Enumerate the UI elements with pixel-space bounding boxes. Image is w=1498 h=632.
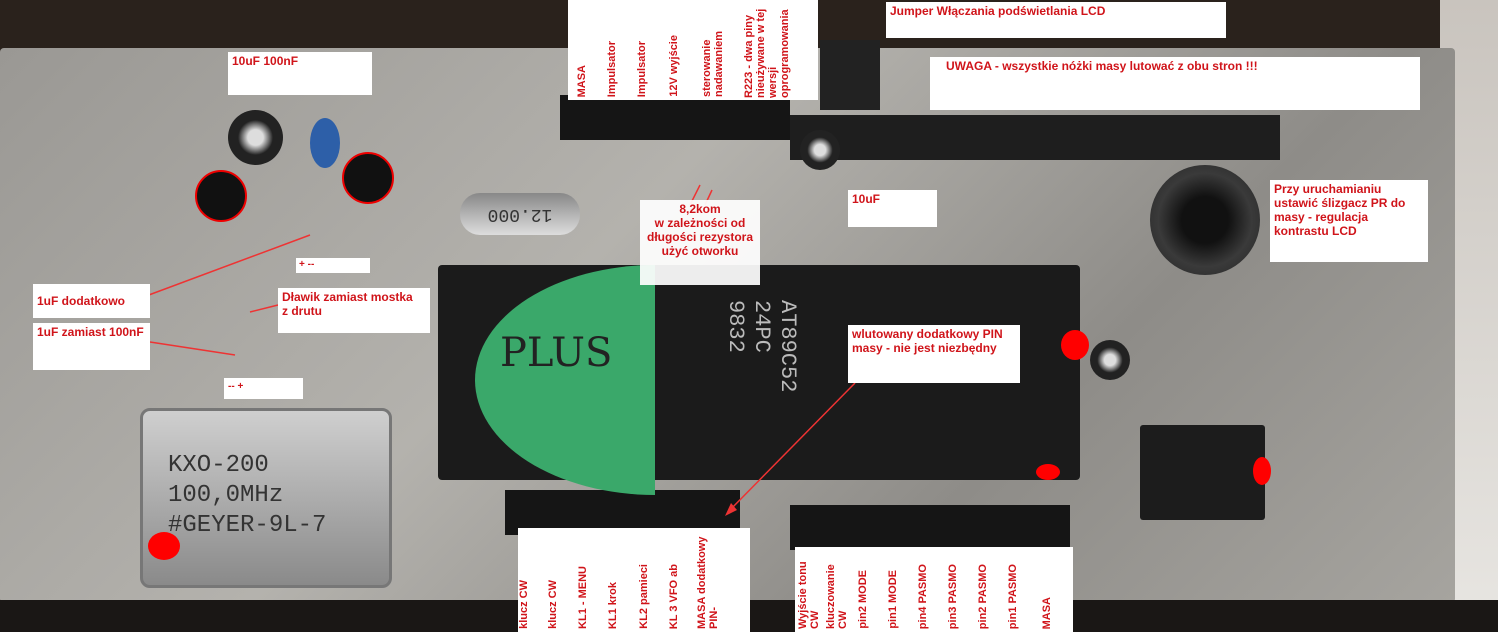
- eeprom-chip: [1140, 425, 1265, 520]
- label-10uf: 10uF: [848, 190, 937, 227]
- top-pin-header: [560, 95, 790, 140]
- marker-circle: [342, 152, 394, 204]
- pin-label: MASA: [1041, 596, 1053, 629]
- pin-label: pin1 PASMO: [1007, 563, 1019, 629]
- label-ground-pin: wlutowany dodatkowy PIN masy - nie jest …: [848, 325, 1020, 383]
- marker-dot: [1253, 457, 1271, 485]
- pin-label: R223 - dwa piny nieużywane w tej wersji …: [743, 8, 791, 98]
- label-uwaga: UWAGA - wszystkie nóżki masy lutować z o…: [930, 57, 1420, 110]
- pin-label: Impulsator: [606, 40, 618, 97]
- mcu-handwriting: PLUS: [500, 330, 613, 376]
- lcd-header: [790, 115, 1280, 160]
- capacitor: [1090, 340, 1130, 380]
- pin-label: Wyjście tonu CW: [797, 561, 821, 629]
- label-resistor: 8,2kom w zależności od długości rezystor…: [640, 200, 760, 285]
- pin-label: KL 3 VFO ab: [668, 563, 680, 629]
- pin-label: KL2 pamieci: [638, 564, 650, 629]
- label-caps-top: 10uF 100nF: [228, 52, 372, 95]
- pin-label: pin2 PASMO: [977, 563, 989, 629]
- marker-dot: [1036, 464, 1060, 480]
- pin-label: pin4 PASMO: [917, 563, 929, 629]
- pin-label: klucz CW: [518, 580, 530, 629]
- pin-label: klucz CW: [547, 580, 559, 629]
- pin-label: pin3 PASMO: [947, 563, 959, 629]
- bottom-left-labels: klucz CW klucz CW KL1 - MENU KL1 krok KL…: [518, 528, 750, 632]
- jumper: [820, 40, 880, 110]
- label-1uf-instead: 1uF zamiast 100nF: [33, 323, 150, 370]
- top-header-labels: MASA Impulsator Impulsator 12V wyjście s…: [568, 0, 818, 100]
- marker-circle: [195, 170, 247, 222]
- capacitor: [800, 130, 840, 170]
- pin-label: pin1 MODE: [887, 570, 899, 629]
- pin-label: Impulsator: [636, 40, 648, 97]
- pin-label: kluczowanie CW: [825, 564, 849, 629]
- pin-label: KL1 - MENU: [577, 566, 589, 629]
- pin-label: MASA dodatkowy PIN-: [696, 536, 720, 630]
- bottom-right-header: [790, 505, 1070, 550]
- label-polarity-bottom: -- +: [224, 378, 303, 399]
- capacitor: [228, 110, 283, 165]
- pin-label: 12V wyjście: [668, 35, 680, 97]
- label-contrast: Przy uruchamianiu ustawić ślizgacz PR do…: [1270, 180, 1428, 262]
- pin-label: sterowanie nadawaniem: [701, 30, 725, 97]
- contrast-potentiometer: [1150, 165, 1260, 275]
- bottom-left-header: [505, 490, 740, 535]
- label-1uf-extra: 1uF dodatkowo: [33, 284, 150, 318]
- pin-label: MASA: [576, 64, 588, 97]
- marker-dot: [148, 532, 180, 560]
- pin-label: KL1 krok: [607, 581, 619, 629]
- capacitor: [310, 118, 340, 168]
- label-choke: Dławik zamiast mostka z drutu: [278, 288, 430, 333]
- bottom-right-labels: Wyjście tonu CW kluczowanie CW pin2 MODE…: [795, 547, 1073, 632]
- pin-label: pin2 MODE: [857, 570, 869, 629]
- label-jumper: Jumper Włączania podświetlania LCD: [886, 2, 1226, 38]
- oscillator: KXO-200 100,0MHz #GEYER-9L-7: [140, 408, 392, 588]
- label-polarity-top: + --: [296, 258, 370, 273]
- marker-dot: [1061, 330, 1089, 360]
